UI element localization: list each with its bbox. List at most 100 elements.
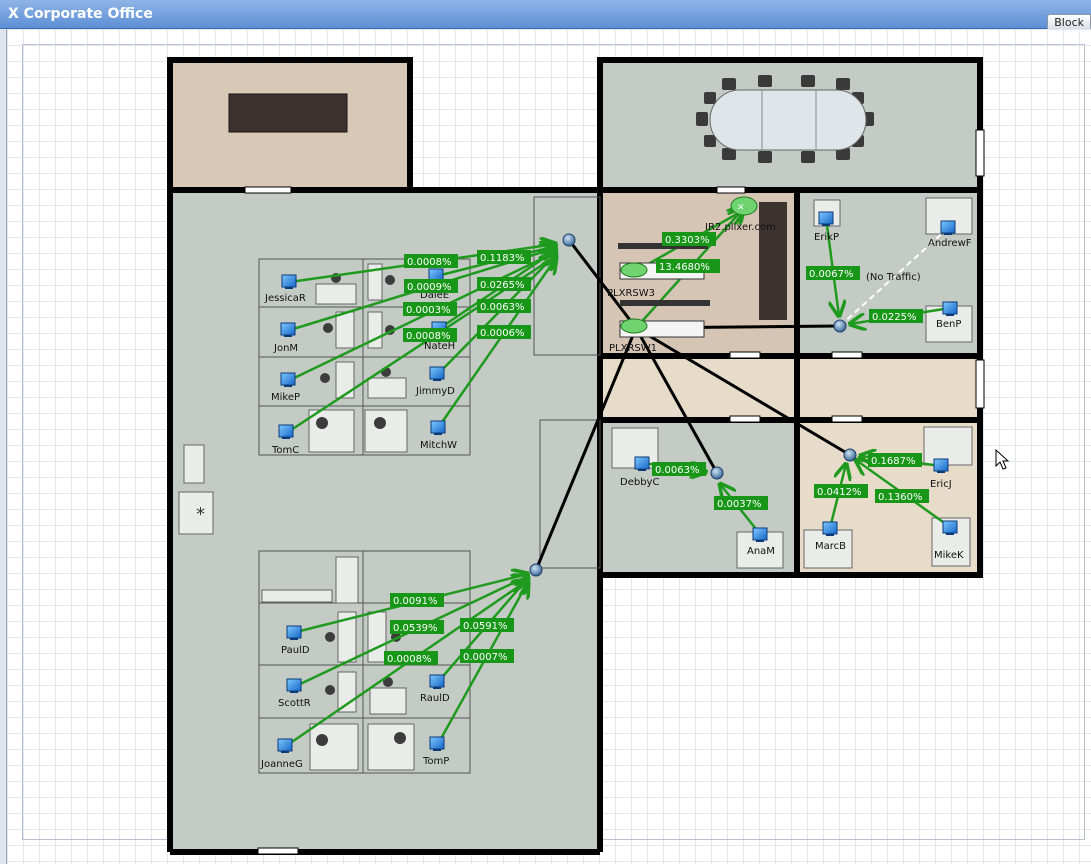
traffic-percent-label: 0.0009% [404, 279, 458, 293]
host-monitor-icon[interactable] [280, 322, 296, 337]
host-label: TomP [422, 756, 449, 767]
host-monitor-icon[interactable] [280, 372, 296, 387]
host-monitor-icon[interactable] [286, 625, 302, 640]
mouse-cursor-icon [995, 448, 1010, 470]
host-label: MikeK [934, 550, 964, 561]
traffic-percent-label: 0.1360% [875, 489, 929, 503]
traffic-percent-label: 0.0412% [814, 484, 868, 498]
traffic-percent-label: 0.0063% [477, 299, 531, 313]
host-label: MikeP [271, 392, 300, 403]
traffic-percent-label: 0.0091% [390, 593, 444, 607]
host-monitor-icon[interactable] [942, 301, 958, 316]
furniture: * [178, 75, 973, 774]
host-label: JoanneG [260, 759, 303, 770]
doors [244, 129, 985, 855]
traffic-percent-text: 0.0037% [717, 499, 762, 510]
traffic-percent-text: 0.0008% [406, 331, 451, 342]
host-monitor-icon[interactable] [429, 674, 445, 689]
host-label: ErikP [814, 232, 839, 243]
host-monitor-icon[interactable] [281, 274, 297, 289]
host-icons[interactable] [277, 211, 958, 753]
traffic-percent-text: 0.0063% [480, 302, 525, 313]
router-ir2[interactable]: ✕ [730, 196, 758, 216]
host-monitor-icon[interactable] [278, 424, 294, 439]
host-monitor-icon[interactable] [752, 527, 768, 542]
host-monitor-icon[interactable] [818, 211, 834, 226]
host-monitor-icon[interactable] [429, 366, 445, 381]
traffic-percent-label: 0.0007% [460, 649, 514, 663]
traffic-percent-label: 0.0008% [403, 328, 457, 342]
hub-bottom-right[interactable] [843, 448, 857, 462]
svg-text:✕: ✕ [737, 203, 745, 213]
traffic-percent-text: 0.0265% [480, 280, 525, 291]
traffic-percent-text: 0.1360% [878, 492, 923, 503]
hub-bottom-left[interactable] [529, 563, 543, 577]
host-label: PaulD [281, 645, 310, 656]
hallway [602, 358, 980, 418]
svg-text:*: * [196, 504, 205, 525]
traffic-percent-label: 0.1687% [868, 453, 922, 467]
host-label: AndrewF [928, 238, 972, 249]
traffic-percent-label: 0.0008% [404, 254, 458, 268]
hub-top-left[interactable] [562, 233, 576, 247]
window-titlebar: X Corporate Office Block [0, 0, 1091, 30]
host-label: DebbyC [620, 477, 659, 488]
traffic-percent-text: 0.0008% [407, 257, 452, 268]
traffic-percent-text: 0.0067% [809, 269, 854, 280]
host-label: TomC [271, 445, 299, 456]
device-label-plxrsw3: PLXRSW3 [607, 288, 655, 299]
host-monitor-icon[interactable] [634, 456, 650, 471]
hub-top-right[interactable] [833, 319, 847, 333]
traffic-percent-label: 0.0067% [806, 266, 860, 280]
host-monitor-icon[interactable] [933, 458, 949, 473]
block-tab[interactable]: Block [1047, 14, 1091, 30]
traffic-percent-label: 0.0006% [477, 325, 531, 339]
host-monitor-icon[interactable] [277, 738, 293, 753]
traffic-percent-label: 0.1183% [477, 250, 531, 264]
host-monitor-icon[interactable] [942, 520, 958, 535]
traffic-percent-text: 0.0008% [387, 654, 432, 665]
hub-bottom-middle[interactable] [710, 466, 724, 480]
host-label: ScottR [278, 698, 311, 709]
traffic-percent-label: 0.0008% [384, 651, 438, 665]
traffic-percent-text: 0.0225% [872, 312, 917, 323]
traffic-percent-label: 0.0539% [390, 620, 444, 634]
traffic-percent-label: 0.0225% [869, 309, 923, 323]
traffic-percent-label: 0.0003% [403, 302, 457, 316]
traffic-percent-text: 13.4680% [659, 262, 710, 273]
host-label: MitchW [420, 440, 457, 451]
host-label: BenP [936, 319, 961, 330]
traffic-percent-text: 0.0006% [480, 328, 525, 339]
traffic-percent-label: 0.3303% [662, 232, 716, 246]
traffic-percent-label: 0.0063% [652, 462, 706, 476]
traffic-percent-text: 0.1183% [480, 253, 525, 264]
host-label: AnaM [747, 546, 775, 557]
traffic-percent-text: 0.0003% [406, 305, 451, 316]
host-monitor-icon[interactable] [429, 736, 445, 751]
traffic-percent-label: 0.0265% [477, 277, 531, 291]
traffic-percent-text: 0.0539% [393, 623, 438, 634]
host-label: JessicaR [264, 293, 306, 304]
traffic-percent-text: 0.1687% [871, 456, 916, 467]
traffic-percent-label: 0.0037% [714, 496, 768, 510]
no-traffic-label: (No Traffic) [866, 272, 921, 283]
traffic-percent-text: 0.0591% [463, 621, 508, 632]
traffic-percent-text: 0.0091% [393, 596, 438, 607]
host-label: JimmyD [415, 386, 455, 397]
host-monitor-icon[interactable] [430, 420, 446, 435]
host-label: DaleE [420, 290, 449, 301]
traffic-percent-label: 13.4680% [656, 259, 720, 273]
host-label: MarcB [815, 541, 846, 552]
host-label: RaulD [420, 693, 450, 704]
host-label: EricJ [930, 479, 952, 490]
host-monitor-icon[interactable] [286, 678, 302, 693]
traffic-percent-text: 0.0009% [407, 282, 452, 293]
traffic-labels: 0.0008% 0.1183% 0.0009% 0.0265% 0.0003% 0.006… [384, 232, 929, 665]
host-monitor-icon[interactable] [822, 521, 838, 536]
host-monitor-icon[interactable] [940, 220, 956, 235]
traffic-percent-text: 0.3303% [665, 235, 710, 246]
switch-plxrsw1[interactable] [619, 318, 705, 338]
traffic-percent-text: 0.0412% [817, 487, 862, 498]
